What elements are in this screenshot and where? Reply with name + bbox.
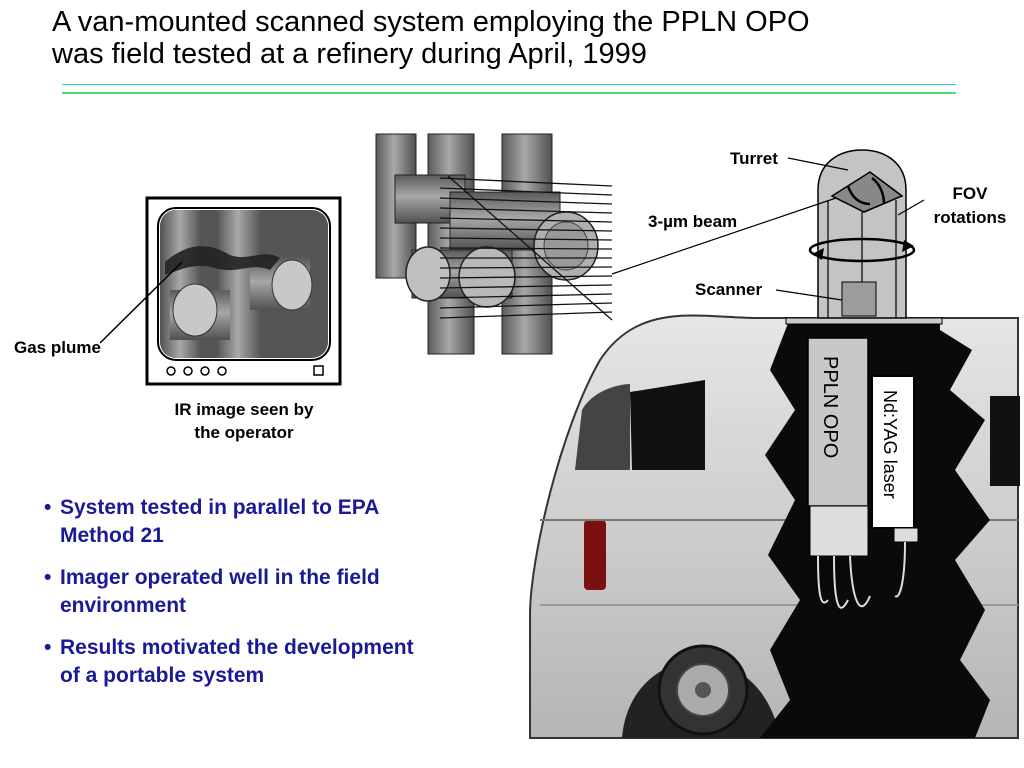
ndyag-label: Nd:YAG laser (880, 390, 900, 499)
title-line-1: A van-mounted scanned system employing t… (52, 6, 810, 38)
turret-pointer (787, 157, 849, 171)
ir-image-caption-line-1: IR image seen by (174, 400, 314, 419)
bullet-marker: • (44, 636, 52, 659)
ppln-opo-label: PPLN OPO (819, 356, 841, 458)
bullet-text: Imager operated well in the field enviro… (60, 566, 380, 617)
bullet-text: Results motivated the development of a p… (60, 636, 414, 687)
bullet-item-2: • Imager operated well in the field envir… (44, 564, 424, 620)
scanner-label: Scanner (695, 280, 763, 299)
ir-image-caption: IR image seen by the operator (146, 398, 342, 444)
gas-plume-pointer (99, 261, 183, 344)
van-cutaway (760, 317, 990, 738)
bullet-marker: • (44, 566, 52, 589)
ir-monitor (145, 196, 342, 386)
bullet-item-3: • Results motivated the development of a … (44, 634, 424, 690)
bullet-marker: • (44, 496, 52, 519)
bullet-item-1: • System tested in parallel to EPA Method… (44, 494, 424, 550)
fov-label-line-2: rotations (933, 208, 1007, 227)
beam-label: 3-µm beam (648, 212, 738, 231)
scanner-pointer (775, 289, 843, 301)
bullet-list: • System tested in parallel to EPA Method… (44, 494, 424, 704)
turret-assembly (808, 149, 916, 319)
title-line-2: was field tested at a refinery during Ap… (52, 38, 647, 70)
gas-plume-label: Gas plume (14, 338, 101, 357)
fov-label-line-1: FOV (952, 184, 988, 203)
slide-title: A van-mounted scanned system employing t… (52, 6, 1012, 70)
beam-line (611, 197, 837, 275)
ir-image-caption-line-2: the operator (194, 423, 294, 442)
fov-pointer (897, 199, 925, 216)
title-rule-green (62, 92, 956, 94)
bullet-text: System tested in parallel to EPA Method … (60, 496, 379, 547)
fov-rotations-label: FOV rotations (920, 182, 1020, 230)
turret-label: Turret (730, 149, 778, 168)
refinery-pipes (375, 133, 613, 355)
title-rule-cyan (62, 84, 956, 85)
